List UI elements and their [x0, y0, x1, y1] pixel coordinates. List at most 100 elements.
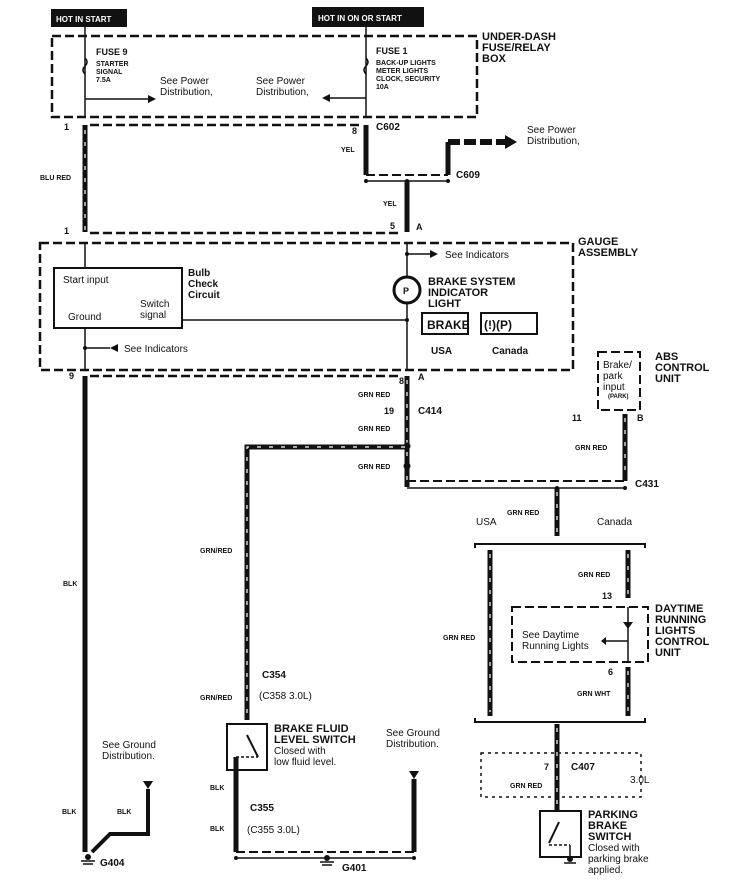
see-power-link: Distribution, [527, 136, 580, 147]
wire-color-label: GRN RED [578, 572, 610, 579]
bulb-check-label: Check [188, 279, 218, 290]
fuse-box-label: UNDER-DASH [482, 31, 556, 43]
fuse-9-desc: SIGNAL [96, 69, 123, 76]
wire-color-label: GRN WHT [577, 691, 611, 698]
see-indicators-link: See Indicators [445, 250, 509, 261]
diode-icon [623, 622, 633, 629]
wire-color-label: GRN RED [358, 464, 390, 471]
see-ground-link: Distribution. [102, 751, 155, 762]
pin-label: 8 [352, 126, 357, 136]
abs-input-label: Brake/ [603, 360, 632, 371]
brake-light-label: LIGHT [428, 298, 461, 310]
ground-label: Ground [68, 312, 101, 323]
see-ground-link: See Ground [102, 740, 156, 751]
see-ground-link: Distribution. [386, 739, 439, 750]
see-drl-link: Running Lights [522, 641, 589, 652]
arrow-left-icon [322, 94, 330, 102]
pin-label: 13 [602, 591, 612, 601]
hot-in-on-or-start-tag [312, 7, 424, 27]
arrow-right-icon [148, 95, 156, 103]
brake-symbol-canada [480, 312, 538, 335]
fuse-1-desc: CLOCK, SECURITY [376, 76, 441, 83]
abs-park-label: (PARK) [608, 394, 629, 400]
fuse-1-desc: 10A [376, 84, 389, 91]
switch-signal-label: Switch [140, 299, 169, 310]
see-power-link: Distribution, [160, 87, 213, 98]
connector-c354: C354 [262, 670, 286, 681]
fuse-box-label: BOX [482, 53, 507, 65]
fuse-1-desc: METER LIGHTS [376, 68, 428, 75]
switch-signal-label: signal [140, 310, 166, 321]
connector-c431: C431 [635, 479, 659, 490]
bulb-check-label: Bulb [188, 268, 210, 279]
fuse-9-desc: 7.5A [96, 77, 111, 84]
see-power-link: See Power [527, 125, 577, 136]
fuse-1-desc: BACK-UP LIGHTS [376, 60, 436, 67]
fuse-9-icon [82, 57, 88, 75]
brake-symbol-canada-text: (!)(P) [484, 318, 512, 332]
pin-label: 1 [64, 226, 69, 236]
pin-label: A [416, 222, 423, 232]
fuse-relay-box [50, 34, 479, 119]
abs-label: UNIT [655, 373, 681, 385]
abs-label: CONTROL [655, 362, 710, 374]
fuse-9-desc: STARTER [96, 61, 129, 68]
fuse-9-label: FUSE 9 [96, 47, 128, 57]
pin-label: 11 [572, 413, 582, 423]
parking-switch-label: PARKING [588, 809, 638, 821]
connector-c609: C609 [456, 170, 480, 181]
gauge-assembly-label: GAUGE [578, 236, 618, 248]
wire-color-label: GRN RED [443, 635, 475, 642]
see-ground-link: See Ground [386, 728, 440, 739]
parking-switch-desc: Closed with [588, 843, 640, 854]
bulb-check-circuit [53, 267, 183, 329]
abs-input-label: input [603, 382, 625, 393]
pin-label: 6 [608, 667, 613, 677]
brake-fluid-switch-desc: Closed with [274, 746, 326, 757]
hot-in-start-label: HOT IN START [56, 15, 112, 24]
hot-in-start-tag [51, 9, 127, 27]
parking-brake-switch-icon [539, 810, 582, 858]
brake-light-label: BRAKE SYSTEM [428, 276, 515, 288]
hot-in-on-or-start-label: HOT IN ON OR START [318, 14, 402, 23]
fuse-box-label: FUSE/RELAY [482, 42, 551, 54]
ground-g404-icon [81, 854, 95, 865]
arrow-left-icon [110, 344, 118, 352]
abs-control-unit [597, 351, 641, 411]
arrow-right-icon [430, 250, 438, 258]
pin-label: 8 [399, 376, 404, 386]
pin-label: 19 [384, 406, 394, 416]
parking-switch-label: BRAKE [588, 820, 627, 832]
arrow-right-icon [505, 135, 517, 149]
canada-label: Canada [492, 346, 529, 357]
wire-color-label: GRN RED [358, 392, 390, 399]
wire-color-label: BLK [210, 785, 224, 792]
pin-label: 5 [390, 221, 395, 231]
parking-switch-desc: parking brake [588, 854, 649, 865]
drl-label: UNIT [655, 647, 681, 659]
see-power-link: See Power [256, 76, 306, 87]
usa-branch-label: USA [476, 517, 497, 528]
ground-g404: G404 [100, 858, 125, 869]
ground-g401-icon [320, 855, 334, 866]
connector-c414: C414 [418, 406, 442, 417]
connector-c355-30: (C355 3.0L) [247, 825, 300, 836]
drl-label: CONTROL [655, 636, 710, 648]
wire-color-label: BLK [63, 581, 77, 588]
bulb-check-label: Circuit [188, 290, 220, 301]
wire-color-label: BLK [210, 826, 224, 833]
wire-color-label: GRN RED [358, 426, 390, 433]
wire-color-label: GRN/RED [200, 548, 232, 555]
wire-color-label: BLK [62, 809, 76, 816]
start-input-label: Start input [63, 275, 109, 286]
fuse-1-icon [363, 57, 369, 75]
connector-c358: (C358 3.0L) [259, 691, 312, 702]
canada-branch-label: Canada [597, 517, 632, 528]
fuse-1-label: FUSE 1 [376, 46, 408, 56]
brake-fluid-switch-icon [226, 723, 268, 771]
parking-switch-label: SWITCH [588, 831, 631, 843]
wire-color-label: GRN RED [510, 783, 542, 790]
pin-label: A [418, 372, 425, 382]
connector-c407: C407 [571, 762, 595, 773]
brake-symbol-usa [421, 312, 469, 335]
